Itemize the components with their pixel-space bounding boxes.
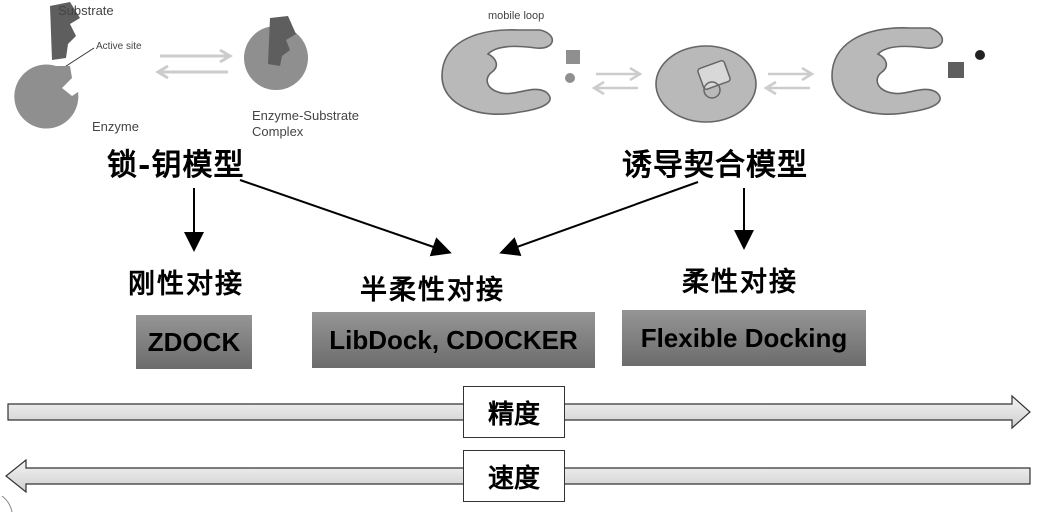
ligand-circle-2	[975, 50, 985, 60]
complex-label-1: Enzyme-Substrate	[252, 108, 359, 123]
rigid-docking-label: 刚性对接	[128, 269, 244, 300]
semi-flexible-docking-label: 半柔性对接	[360, 275, 505, 306]
arrow-lock-to-semi	[239, 179, 452, 257]
software-rigid-label: ZDOCK	[147, 326, 241, 357]
corner-arc	[1, 496, 13, 512]
equilibrium-arrows-right	[763, 66, 815, 96]
lock-key-title: 锁-钥模型	[107, 148, 245, 183]
ligand-ring	[703, 81, 721, 99]
software-box-semi	[312, 312, 595, 368]
precision-label: 精度	[463, 386, 565, 438]
induced-enzyme-open-2	[831, 27, 944, 116]
induced-enzyme-open	[441, 29, 554, 116]
substrate-label: Substrate	[58, 3, 114, 18]
ligand-circle-1	[565, 73, 575, 83]
induced-fit-title: 诱导契合模型	[622, 148, 808, 183]
arrow-fit-to-semi	[499, 181, 699, 257]
software-semi-label: LibDock, CDOCKER	[329, 324, 578, 355]
complex-label-2: Complex	[252, 124, 304, 139]
ligand-square-1	[566, 50, 580, 64]
equilibrium-arrows-left	[155, 48, 233, 80]
equilibrium-arrows-mid	[591, 66, 643, 96]
flexible-docking-label: 柔性对接	[682, 267, 798, 298]
substrate-shape	[50, 2, 80, 60]
ligand-square-2	[948, 62, 964, 78]
enzyme-shape	[14, 64, 79, 129]
active-site-label: Active site	[96, 41, 142, 52]
mobile-loop-label: mobile loop	[488, 10, 545, 22]
enzyme-label: Enzyme	[92, 119, 139, 134]
complex-substrate-shape	[268, 16, 296, 66]
software-box-flexible	[622, 310, 866, 366]
software-box-rigid	[136, 315, 252, 369]
software-flexible-label: Flexible Docking	[640, 322, 848, 353]
speed-label: 速度	[463, 450, 565, 502]
